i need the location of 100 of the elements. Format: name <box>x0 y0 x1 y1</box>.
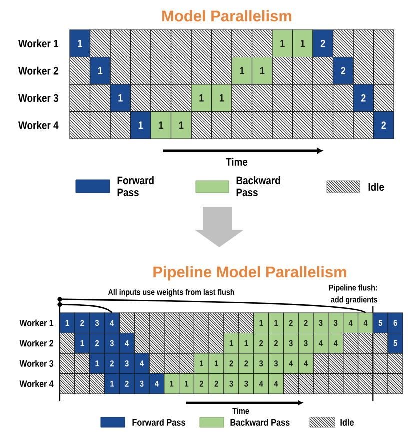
forward-pass-cell: 1 <box>110 84 132 112</box>
backward-pass-cell: 4 <box>298 353 314 374</box>
forward-pass-cell: 2 <box>373 111 394 140</box>
idle-cell <box>312 111 334 140</box>
backward-pass-cell: 1 <box>272 30 294 58</box>
idle-cell <box>224 312 240 334</box>
row-label: Worker 4 <box>20 380 54 388</box>
leader-line <box>62 298 366 314</box>
idle-cell <box>358 332 374 354</box>
forward-pass-cell: 5 <box>388 332 404 354</box>
axis-label: Time <box>226 158 248 166</box>
idle-cell <box>343 373 359 394</box>
idle-cell <box>373 56 394 85</box>
idle-cell <box>238 312 254 334</box>
backward-pass-cell: 1 <box>224 332 240 354</box>
backward-pass-cell: 3 <box>313 312 329 334</box>
backward-pass-cell: 4 <box>268 373 284 394</box>
legend-label: Backward Pass <box>236 176 280 197</box>
idle-cell <box>211 56 232 85</box>
backward-pass-cell: 3 <box>238 373 254 394</box>
idle-cell <box>74 373 90 394</box>
idle-cell <box>170 30 192 58</box>
idle-cell <box>373 84 394 112</box>
backward-pass-cell: 4 <box>313 332 329 354</box>
idle-cell <box>179 312 195 334</box>
idle-cell <box>332 84 354 112</box>
backward-pass-cell: 3 <box>224 373 240 394</box>
backward-pass-cell: 1 <box>170 111 192 140</box>
legend-label: Forward Pass <box>118 176 154 197</box>
idle-cell <box>179 353 195 374</box>
panel-title: Pipeline Model Parallelism <box>154 266 346 281</box>
forward-pass-cell: 2 <box>90 332 106 354</box>
annotation-text: All inputs use weights from last flush <box>108 289 234 297</box>
idle-cell <box>272 56 294 85</box>
forward-pass-cell: 3 <box>104 332 120 354</box>
panel-title: Model Parallelism <box>162 10 292 22</box>
backward-pass-cell: 3 <box>283 332 299 354</box>
idle-cell <box>211 30 232 58</box>
forward-pass-cell: 4 <box>134 353 150 374</box>
idle-cell <box>343 332 359 354</box>
backward-pass-cell: 2 <box>283 312 299 334</box>
row-label: Worker 1 <box>20 320 54 327</box>
idle-cell <box>179 332 195 354</box>
row-label: Worker 3 <box>18 94 58 102</box>
idle-cell <box>353 30 374 58</box>
legend-label: Idle <box>368 182 384 192</box>
backward-pass-cell: 2 <box>298 312 314 334</box>
leader-line <box>62 304 113 314</box>
idle-cell <box>90 111 111 140</box>
backward-pass-cell: 3 <box>298 332 314 354</box>
idle-cell <box>353 56 374 85</box>
idle-cell <box>110 56 132 85</box>
idle-cell <box>70 111 91 140</box>
idle-cell <box>283 373 299 394</box>
idle-cell <box>252 84 273 112</box>
forward-pass-cell: 2 <box>74 312 90 334</box>
idle-cell <box>313 353 329 374</box>
forward-pass-cell: 2 <box>353 84 374 112</box>
idle-cell <box>134 312 150 334</box>
idle-cell <box>372 373 388 394</box>
idle-cell <box>134 332 150 354</box>
forward-pass-cell: 1 <box>90 353 106 374</box>
forward-pass-cell: 1 <box>74 332 90 354</box>
backward-pass-cell: 2 <box>194 373 210 394</box>
idle-cell <box>70 56 91 85</box>
idle-cell <box>149 353 165 374</box>
idle-cell <box>292 111 314 140</box>
idle-cell <box>191 56 212 85</box>
idle-cell <box>60 332 76 354</box>
idle-cell <box>298 373 314 394</box>
idle-cell <box>343 353 359 374</box>
idle-cell <box>388 353 404 374</box>
idle-cell <box>328 353 344 374</box>
idle-cell <box>232 111 253 140</box>
backward-pass-cell: 2 <box>268 332 284 354</box>
backward-pass-cell: 1 <box>292 30 314 58</box>
backward-pass-cell: 3 <box>268 353 284 374</box>
idle-cell <box>194 312 210 334</box>
idle-cell <box>60 353 76 374</box>
backward-pass-cell: 4 <box>358 312 374 334</box>
idle-cell <box>119 312 135 334</box>
idle-cell <box>358 373 374 394</box>
idle-cell <box>90 30 111 58</box>
backward-pass-cell: 1 <box>268 312 284 334</box>
idle-cell <box>332 30 354 58</box>
idle-cell <box>170 56 192 85</box>
idle-cell <box>388 373 404 394</box>
backward-pass-cell: 1 <box>164 373 180 394</box>
forward-pass-cell: 1 <box>60 312 76 334</box>
backward-pass-cell: 2 <box>224 353 240 374</box>
idle-cell <box>90 84 111 112</box>
idle-cell <box>150 56 172 85</box>
backward-pass-cell: 1 <box>238 332 254 354</box>
idle-cell <box>170 84 192 112</box>
idle-cell <box>130 56 152 85</box>
backward-pass-cell: 1 <box>194 353 210 374</box>
backward-pass-cell: 1 <box>179 373 195 394</box>
idle-cell <box>164 353 180 374</box>
idle-cell <box>312 56 334 85</box>
legend-label: Idle <box>340 419 354 426</box>
